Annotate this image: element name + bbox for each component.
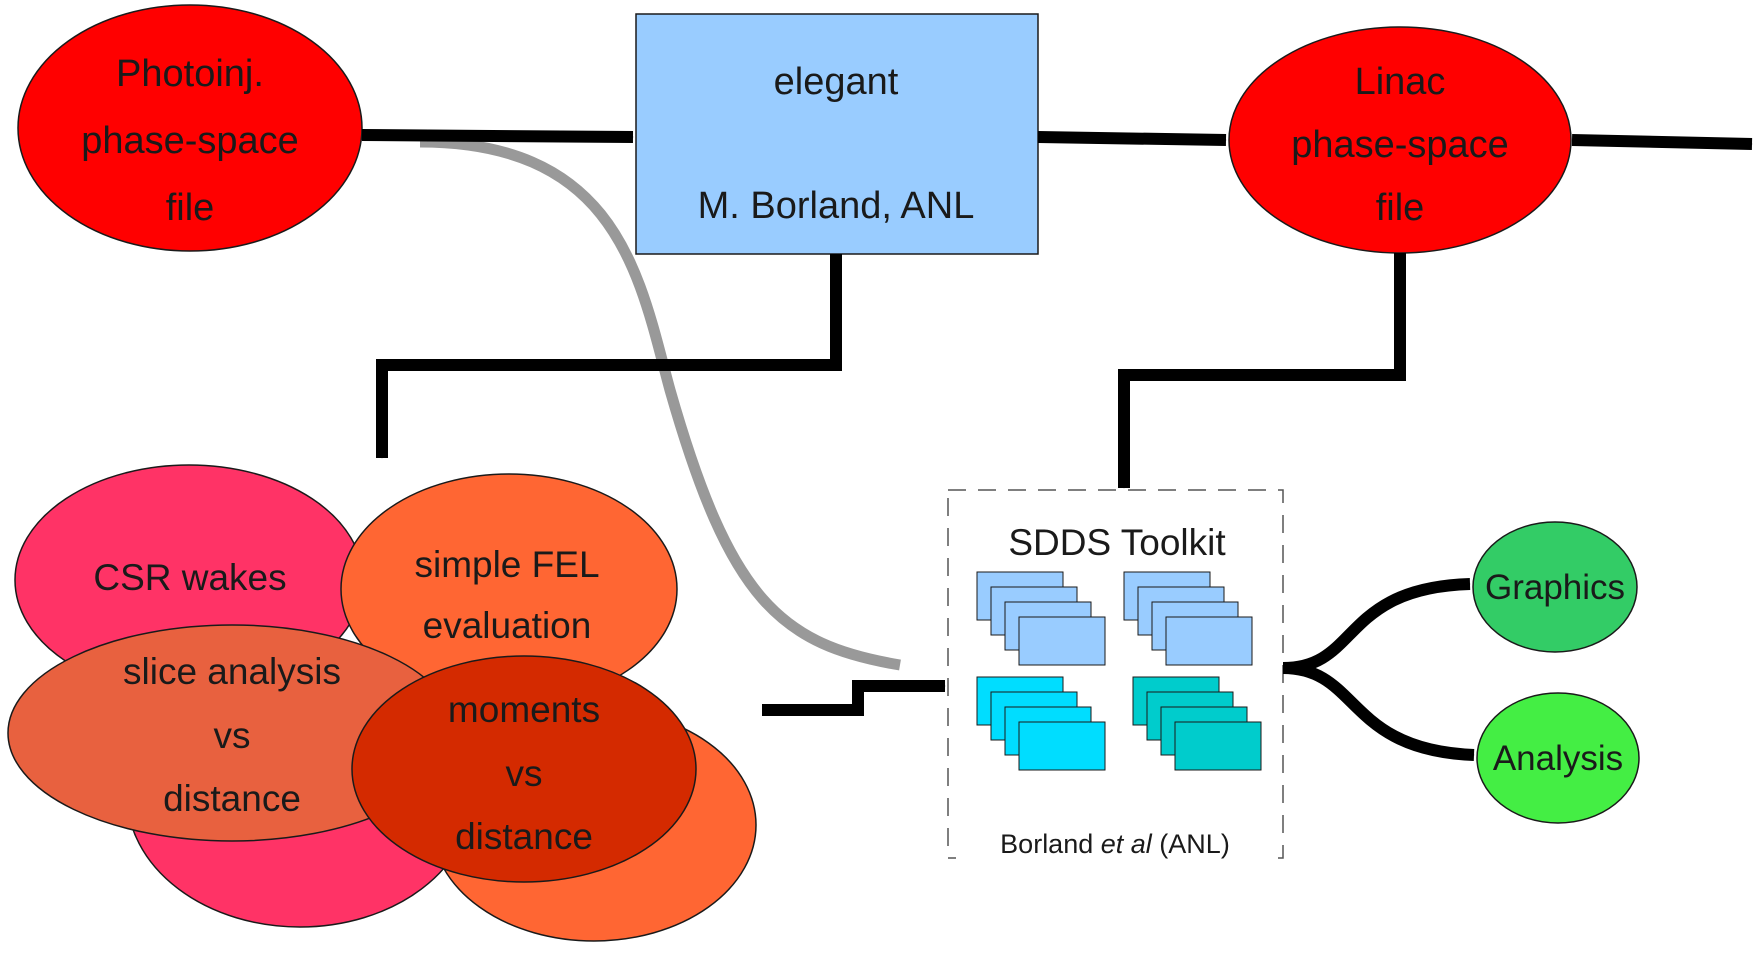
moments-label-2: vs xyxy=(506,753,543,794)
sdds-toolkit-node[interactable]: SDDS Toolkit Borland et al (ANL) xyxy=(947,489,1284,868)
sdds-credit-mask xyxy=(956,818,1276,868)
elegant-title: elegant xyxy=(774,61,899,103)
into-sdds-arrow xyxy=(762,680,946,716)
sdds-credit: Borland et al (ANL) xyxy=(1000,829,1230,859)
elegant-to-linac-arrow xyxy=(1037,131,1227,146)
slice-analysis-label-2: vs xyxy=(214,715,251,756)
sdds-to-analysis-arrow xyxy=(1282,662,1475,761)
doc-stack-bottom-left xyxy=(976,676,1106,771)
elegant-author: M. Borland, ANL xyxy=(698,185,975,227)
document-sheet xyxy=(1174,721,1262,771)
elegant-node[interactable]: elegant M. Borland, ANL xyxy=(635,13,1039,255)
sdds-title-mask xyxy=(960,517,1271,567)
analysis-label: Analysis xyxy=(1493,739,1623,778)
graphics-ellipse xyxy=(1472,521,1638,653)
elegant-to-analysis-arrow xyxy=(376,254,842,459)
moments-label-1: moments xyxy=(448,689,600,730)
photoinjector-label-3: file xyxy=(166,187,215,229)
document-sheet xyxy=(1018,721,1106,771)
simple-fel-label-2: evaluation xyxy=(423,605,592,646)
linac-file-node[interactable]: Linac phase-space file xyxy=(1228,26,1572,254)
moments-node[interactable]: moments vs distance xyxy=(351,655,697,883)
photoinjector-label-1: Photoinj. xyxy=(116,53,264,95)
photoinjector-to-elegant-arrow xyxy=(361,129,634,143)
elegant-box xyxy=(635,13,1039,255)
moments-label-3: distance xyxy=(455,816,593,857)
linac-label-2: phase-space xyxy=(1291,124,1509,166)
sdds-credit-org: (ANL) xyxy=(1152,829,1230,859)
moments-ellipse xyxy=(351,655,697,883)
csr-wakes-label: CSR wakes xyxy=(93,557,286,598)
doc-stack-top-right xyxy=(1123,571,1253,666)
linac-label-1: Linac xyxy=(1355,61,1446,103)
linac-output-arrow xyxy=(1571,134,1753,150)
simple-fel-label-1: simple FEL xyxy=(414,544,599,585)
document-sheet xyxy=(1165,616,1253,666)
graphics-node[interactable]: Graphics xyxy=(1472,521,1638,653)
photoinjector-file-node[interactable]: Photoinj. phase-space file xyxy=(17,4,363,252)
photoinjector-ellipse xyxy=(17,4,363,252)
bypass-arrow-grey xyxy=(419,136,901,671)
slice-analysis-label-1: slice analysis xyxy=(123,651,341,692)
analysis-cluster: CSR wakes simple FEL evaluation slice an… xyxy=(7,464,757,942)
simple-fel-node[interactable]: simple FEL evaluation xyxy=(340,473,678,705)
sdds-credit-authors: Borland xyxy=(1000,829,1101,859)
photoinjector-label-2: phase-space xyxy=(81,120,299,162)
analysis-ellipse xyxy=(1476,692,1640,824)
sdds-to-graphics-arrow xyxy=(1282,578,1471,674)
analysis-node[interactable]: Analysis xyxy=(1476,692,1640,824)
linac-label-3: file xyxy=(1376,187,1425,229)
slice-analysis-label-3: distance xyxy=(163,778,301,819)
graphics-label: Graphics xyxy=(1485,568,1625,607)
document-sheet xyxy=(1018,616,1106,666)
sdds-document-stacks xyxy=(976,571,1262,771)
slice-analysis-node[interactable]: slice analysis vs distance xyxy=(7,624,457,842)
sdds-credit-etal: et al xyxy=(1101,829,1153,859)
doc-stack-top-left xyxy=(976,571,1106,666)
doc-stack-bottom-right xyxy=(1132,676,1262,771)
linac-to-sdds-arrow xyxy=(1118,253,1406,489)
sdds-title: SDDS Toolkit xyxy=(1008,522,1226,563)
